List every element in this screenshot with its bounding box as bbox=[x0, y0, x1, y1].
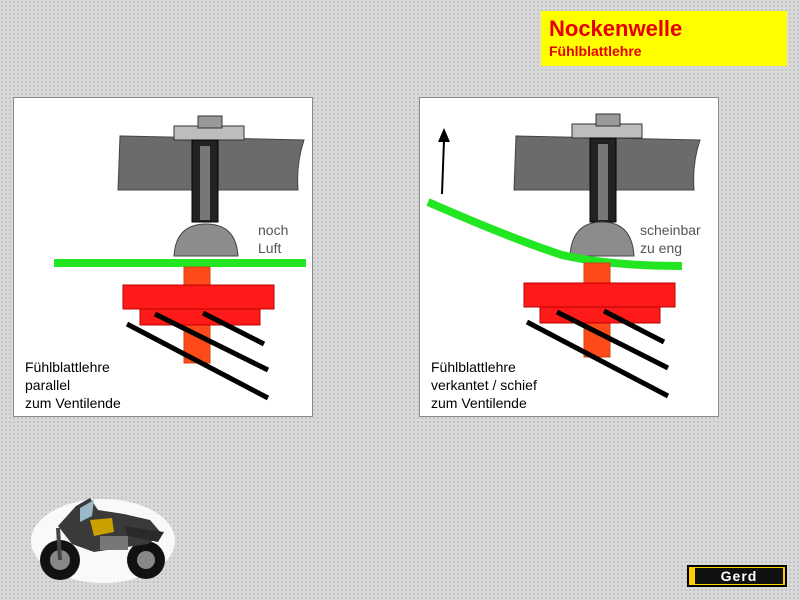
spring-coil bbox=[125, 321, 270, 401]
feeler-gauge bbox=[54, 259, 306, 267]
title-box: Nockenwelle Fühlblattlehre bbox=[541, 11, 787, 66]
spring-coil bbox=[201, 310, 266, 347]
spring-coil bbox=[602, 308, 666, 345]
rocker-foot bbox=[173, 223, 239, 257]
note-label: noch Luft bbox=[258, 222, 289, 256]
valve-retainer bbox=[122, 284, 275, 310]
logo-text: Gerd bbox=[695, 568, 783, 584]
spring-coil bbox=[525, 319, 670, 399]
panel-caption: Fühlblattlehre verkantet / schief zum Ve… bbox=[431, 359, 537, 411]
motorcycle-icon bbox=[31, 498, 175, 583]
valve-retainer bbox=[523, 282, 676, 308]
spring-coil bbox=[153, 311, 270, 373]
panel-caption: Fühlblattlehre parallel zum Ventilende bbox=[25, 359, 121, 411]
arrow-up-icon bbox=[441, 139, 445, 195]
rocker-foot bbox=[569, 221, 635, 257]
feeler-gauge bbox=[426, 198, 683, 270]
panel-tilted: scheinbar zu eng Fühlblattlehre verkante… bbox=[419, 97, 719, 417]
note-label: scheinbar zu eng bbox=[640, 222, 701, 256]
panel-parallel: noch Luft Fühlblattlehre parallel zum Ve… bbox=[13, 97, 313, 417]
arrow-up-icon bbox=[438, 128, 450, 142]
diagram-tilted bbox=[426, 113, 701, 399]
slide-subtitle: Fühlblattlehre bbox=[549, 43, 642, 59]
diagram-parallel bbox=[54, 115, 306, 401]
adjuster-cap bbox=[595, 113, 621, 127]
slide-title: Nockenwelle bbox=[549, 16, 683, 41]
adjuster-cap bbox=[197, 115, 223, 129]
brand-logo: Gerd bbox=[687, 565, 787, 587]
spring-coil bbox=[555, 309, 670, 371]
